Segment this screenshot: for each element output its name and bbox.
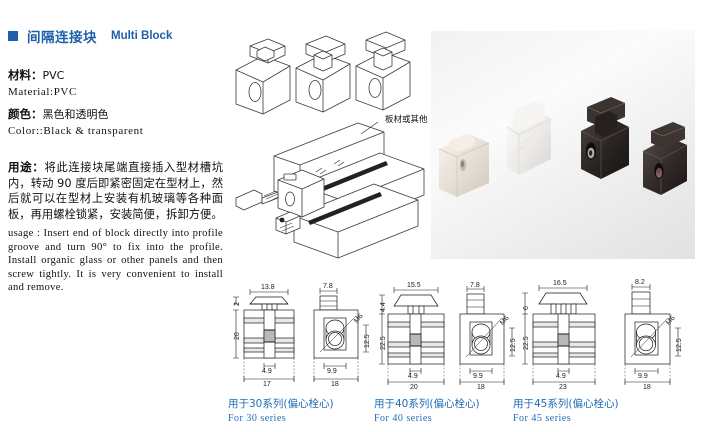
dim-45-side-overall-width: 18 [643, 384, 651, 391]
dim-40-front-inner-width: 4.9 [408, 373, 418, 380]
page-title-cn: 间隔连接块 [27, 30, 97, 46]
product-photo-svg [438, 97, 688, 197]
dim-30-front-cap-height: 2 [234, 302, 241, 306]
material-value-cn: PVC [42, 69, 65, 82]
page-title-en: Multi Block [111, 30, 173, 42]
material-label-cn: 材料： [8, 68, 43, 82]
caption-40-cn: 用于40系列(偏心栓心) [374, 398, 480, 410]
page-header: 间隔连接块 Multi Block [8, 26, 172, 46]
caption-30-en: For 30 series [228, 413, 287, 424]
dimension-drawings-row: 13.8 2 20 4.9 17 7.8 M6 12.5 9.9 18 [228, 279, 698, 402]
front-view-40 [379, 287, 445, 385]
iso-block-2 [295, 35, 351, 113]
dim-40-front-top-width: 15.5 [407, 282, 421, 289]
spec-color: 颜色：黑色和透明色 Color::Black & transparent [8, 105, 223, 137]
drawing-group-for-40-series: 15.5 4.4 22.5 4.9 20 7.8 M6 12.5 9.9 18 [374, 282, 526, 402]
iso-block-1 [235, 38, 291, 115]
dim-30-front-top-width: 13.8 [261, 284, 275, 291]
dim-40-front-body-height: 22.5 [380, 336, 387, 350]
caption-45-en: For 45 series [513, 413, 572, 424]
color-label-cn: 颜色： [8, 107, 43, 121]
drawing-40-svg [379, 286, 515, 385]
side-view-30 [313, 288, 369, 382]
iso-block-3 [355, 31, 411, 111]
dim-40-front-cap-height: 4.4 [380, 302, 387, 312]
drawing-45-svg [522, 284, 681, 385]
side-view-40 [459, 286, 515, 385]
usage-paragraph-cn: 用途：将此连接块尾端直接插入型材槽坑内，转动 90 度后即紧密固定在型材上，然后… [8, 160, 223, 222]
dim-45-front-inner-width: 4.9 [556, 373, 566, 380]
dim-45-front-top-width: 16.5 [553, 280, 567, 287]
drawing-30-svg [233, 288, 369, 382]
dim-30-side-hole-height: 12.5 [364, 334, 371, 348]
dim-45-side-hole-height: 12.5 [676, 338, 683, 352]
bullet-square-icon [8, 31, 18, 41]
side-view-45 [624, 284, 681, 385]
drawing-captions: 用于30系列(偏心栓心) For 30 series 用于40系列(偏心栓心) … [228, 396, 698, 428]
photo-block-transparent-large [506, 101, 552, 175]
photo-block-black-small [642, 122, 688, 195]
dim-45-side-top-width: 8.2 [635, 279, 645, 286]
usage-paragraph-en: usage : Insert end of block directly int… [8, 228, 223, 294]
drawing-group-for-30-series: 13.8 2 20 4.9 17 7.8 M6 12.5 9.9 18 [228, 282, 380, 402]
material-line-en: Material:PVC [8, 86, 77, 98]
spec-material: 材料：PVC Material:PVC [8, 66, 223, 98]
product-photo [431, 31, 695, 259]
caption-for-45-series: 用于45系列(偏心栓心) For 45 series [513, 396, 619, 424]
iso-assembly [235, 121, 425, 259]
caption-30-cn: 用于30系列(偏心栓心) [228, 398, 334, 410]
dim-45-side-inner-width: 9.9 [638, 373, 648, 380]
dim-45-front-overall-width: 23 [559, 384, 567, 391]
photo-block-transparent-small [438, 134, 490, 197]
cad-note-panel: 板材或其他 [385, 115, 428, 125]
color-value-cn: 黑色和透明色 [42, 108, 109, 121]
iso-cad-svg [235, 31, 425, 259]
dim-40-side-top-width: 7.8 [470, 282, 480, 289]
dim-30-front-overall-width: 17 [263, 381, 271, 388]
dim-40-front-overall-width: 20 [410, 384, 418, 391]
dim-45-front-cap-height: 6 [523, 306, 530, 310]
usage-text-cn: 将此连接块尾端直接插入型材槽坑内，转动 90 度后即紧密固定在型材上，然后就可以… [8, 161, 223, 221]
photo-block-black-large [580, 97, 630, 179]
dim-40-side-overall-width: 18 [477, 384, 485, 391]
front-view-45 [522, 285, 596, 385]
usage-label-cn: 用途： [8, 160, 45, 174]
dim-30-front-body-height: 20 [234, 332, 241, 340]
dim-30-side-overall-width: 18 [331, 381, 339, 388]
dim-40-side-inner-width: 9.9 [473, 373, 483, 380]
dim-45-front-body-height: 22.5 [523, 336, 530, 350]
caption-40-en: For 40 series [374, 413, 433, 424]
caption-for-30-series: 用于30系列(偏心栓心) For 30 series [228, 396, 334, 424]
drawing-group-for-45-series: 16.5 6 22.5 4.9 23 8.2 M6 12.5 9.9 18 [513, 279, 698, 402]
dim-30-side-top-width: 7.8 [323, 283, 333, 290]
dim-30-front-inner-width: 4.9 [262, 368, 272, 375]
spec-usage: 用途：将此连接块尾端直接插入型材槽坑内，转动 90 度后即紧密固定在型材上，然后… [8, 160, 223, 295]
front-view-30 [233, 289, 295, 382]
isometric-drawings: 板材或其他 [228, 22, 433, 267]
caption-for-40-series: 用于40系列(偏心栓心) For 40 series [374, 396, 480, 424]
color-line-en: Color::Black & transparent [8, 125, 144, 137]
caption-45-cn: 用于45系列(偏心栓心) [513, 398, 619, 410]
dim-30-side-inner-width: 9.9 [327, 368, 337, 375]
